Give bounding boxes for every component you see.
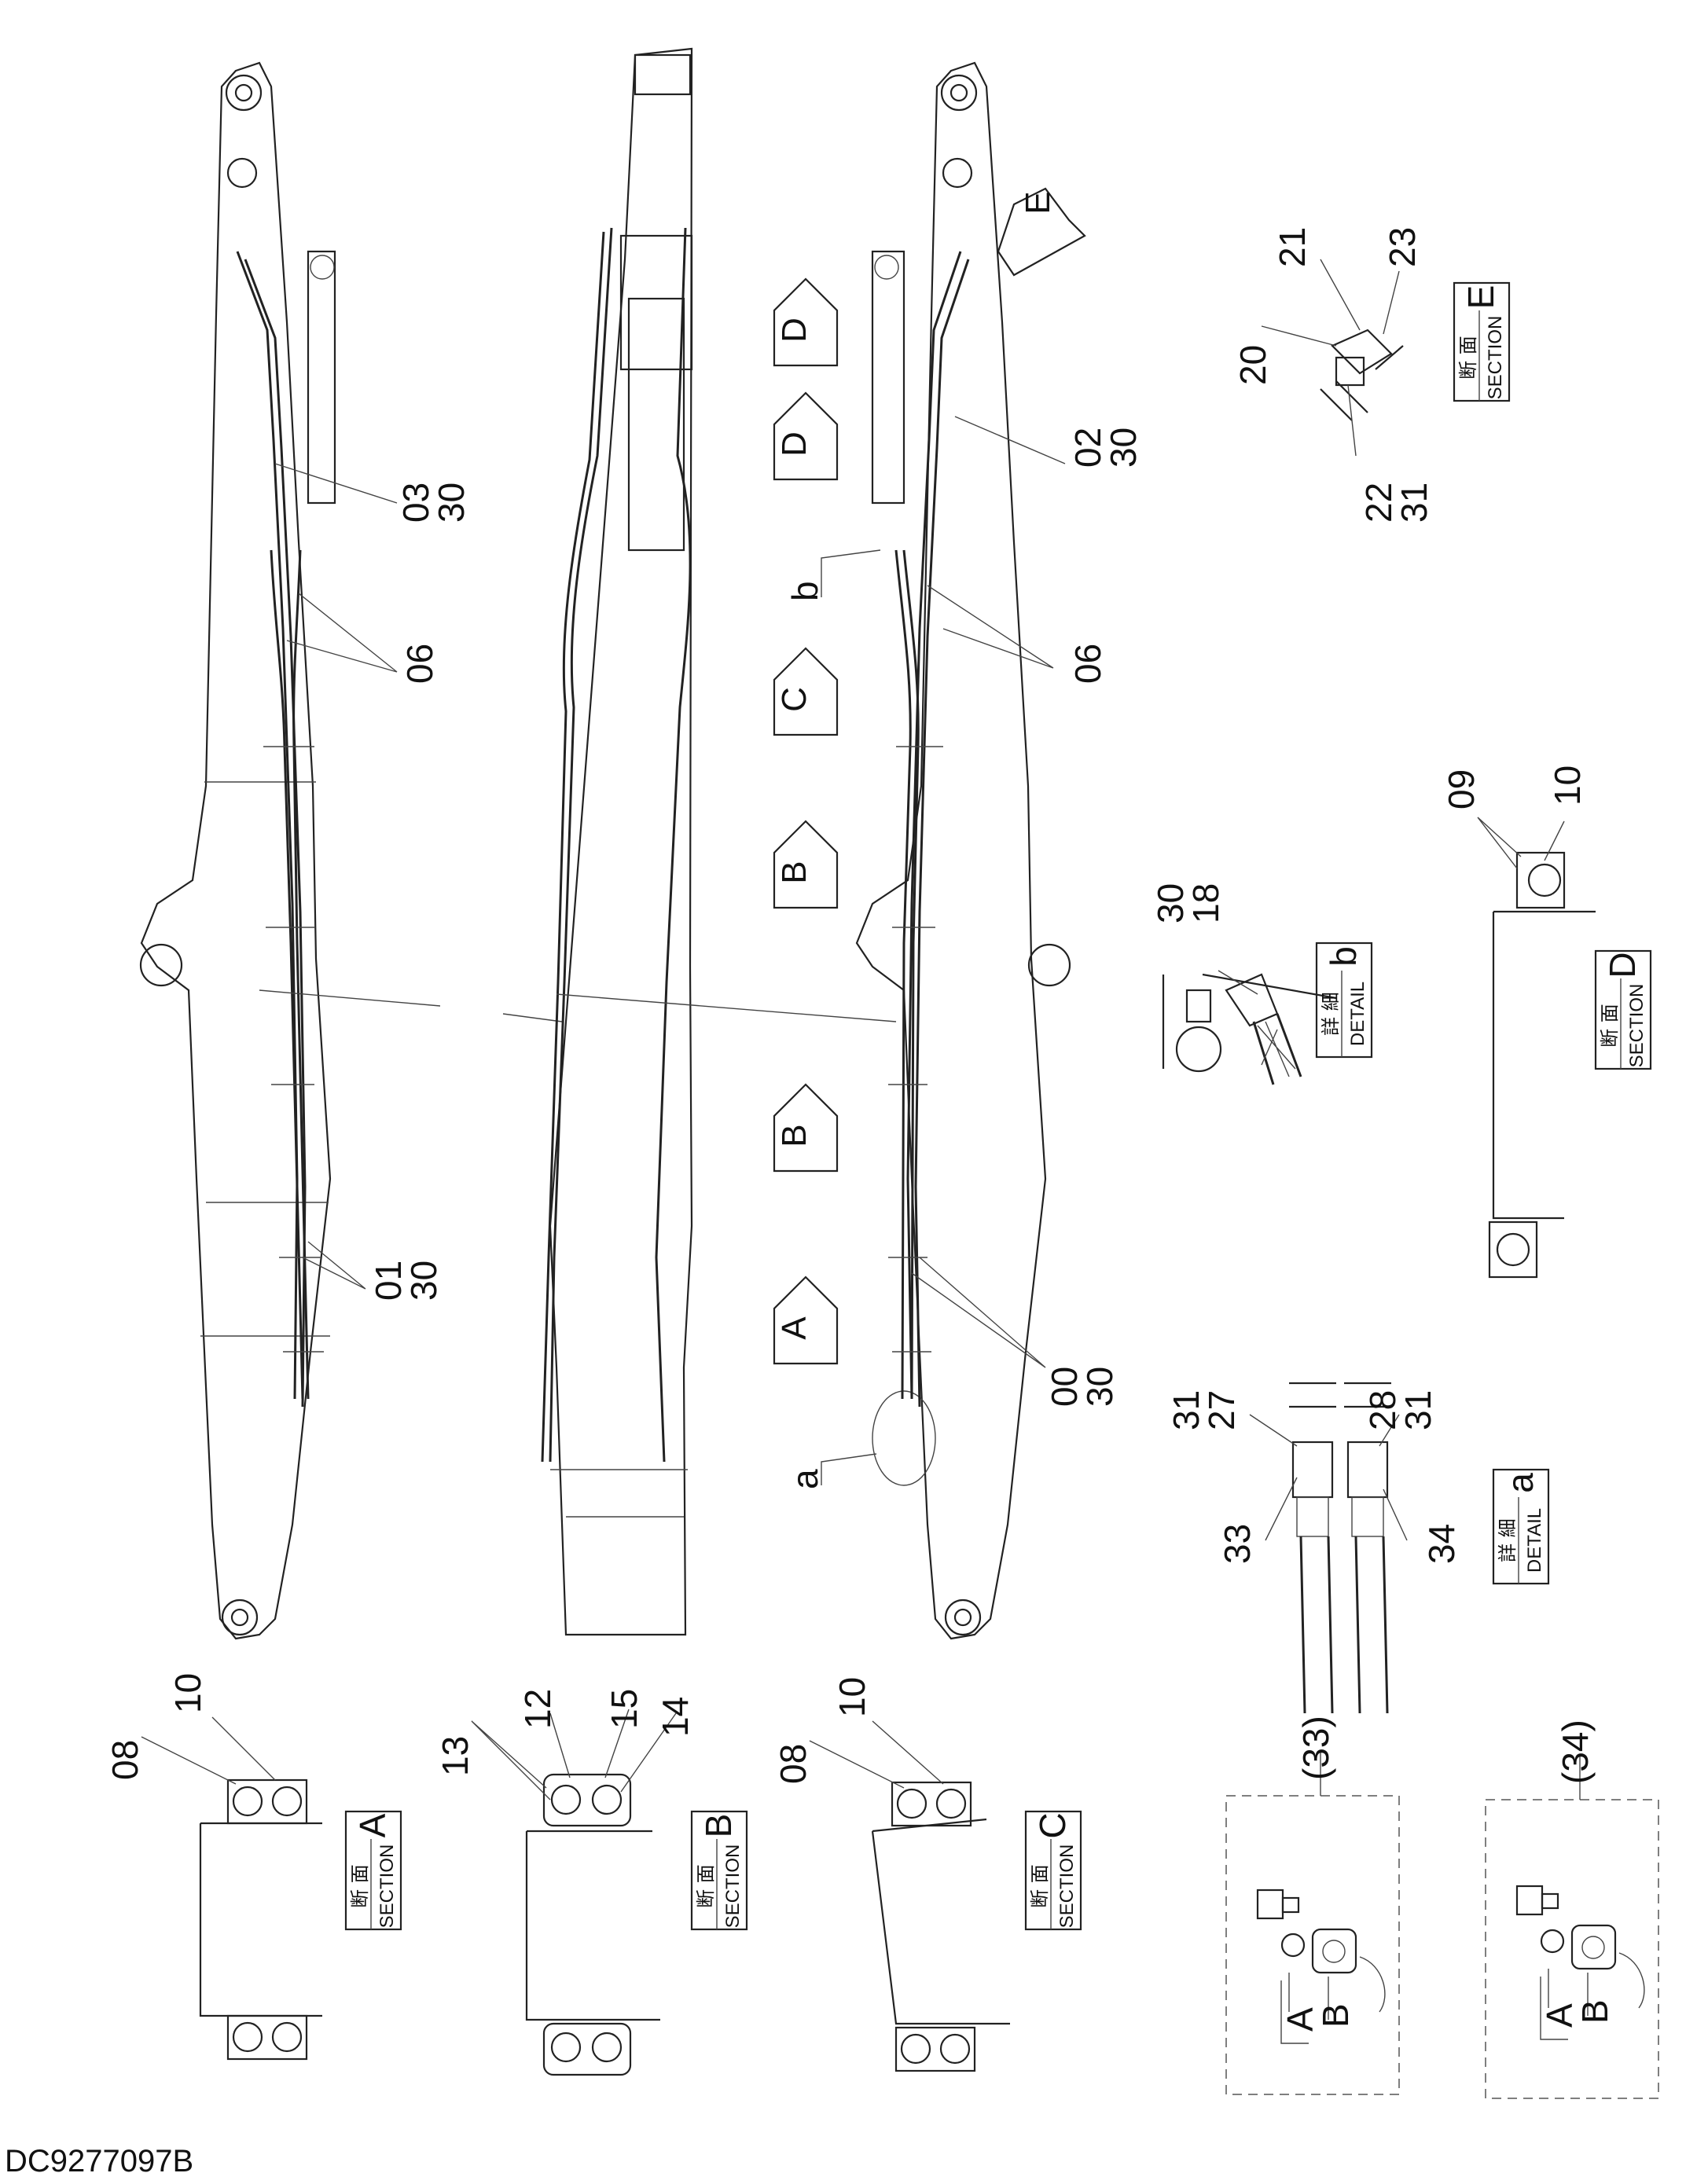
section-arrow-d2: D [773, 391, 839, 481]
callout-22: 22 [1358, 483, 1399, 523]
main-callouts: 03 30 06 01 30 02 30 06 00 30 b a [274, 416, 1144, 1489]
callout-02: 02 [1067, 428, 1108, 468]
legend-en: SECTION [1626, 984, 1647, 1068]
legend-section-d: 断 面 SECTION D [1594, 949, 1652, 1070]
callout-B: B [1574, 1999, 1615, 2024]
section-arrow-label: B [775, 1124, 814, 1147]
legend-jp: 断 面 [349, 1864, 371, 1908]
callout-08: 08 [105, 1740, 145, 1780]
callout-01: 01 [368, 1261, 409, 1301]
callout-31: 31 [1394, 483, 1434, 523]
callout-30: 30 [431, 483, 472, 523]
callout-06-right: 06 [1067, 644, 1108, 684]
legend-letter: a [1500, 1473, 1541, 1493]
section-arrows: D D C B B A E [773, 191, 1057, 1365]
detail-b: 30 18 [1150, 883, 1337, 1085]
callout-10: 10 [167, 1673, 208, 1713]
part-34-box: (34) A B [1485, 1720, 1659, 2099]
section-arrow-d1: D [773, 277, 839, 367]
section-arrow-label: D [775, 318, 814, 343]
part-33-box: (33) A B [1225, 1716, 1400, 2095]
legend-section-c: 断 面 SECTION C [1024, 1810, 1082, 1931]
callout-31: 31 [1398, 1390, 1438, 1430]
callout-06-left: 06 [399, 644, 440, 684]
section-arrow-label: D [775, 431, 814, 457]
callout-20: 20 [1232, 345, 1273, 385]
legend-letter: E [1460, 285, 1501, 310]
legend-jp: 断 面 [1457, 336, 1479, 380]
legend-letter: B [698, 1814, 739, 1838]
legend-letter: C [1032, 1812, 1073, 1838]
boom-right-view [855, 61, 1086, 1640]
callout-12: 12 [517, 1689, 558, 1729]
section-a: 08 10 [105, 1673, 322, 2061]
legend-section-a: 断 面 SECTION A [344, 1810, 402, 1931]
callout-13: 13 [435, 1736, 476, 1776]
legend-jp: 断 面 [695, 1864, 717, 1908]
callout-A: A [1280, 2007, 1320, 2032]
callout-30: 30 [403, 1261, 444, 1301]
detail-a: 31 27 28 31 33 34 [1166, 1382, 1462, 1714]
callout-34: 34 [1421, 1524, 1462, 1564]
legend-detail-b: 詳 細 DETAIL b [1315, 942, 1373, 1059]
callout-30: 30 [1103, 428, 1144, 468]
callout-28: 28 [1362, 1390, 1403, 1430]
legend-en: SECTION [376, 1844, 398, 1929]
legend-letter: b [1323, 946, 1364, 967]
callout-18: 18 [1185, 883, 1226, 923]
callout-p34: (34) [1555, 1720, 1596, 1784]
callout-10: 10 [1547, 765, 1588, 806]
callout-14: 14 [655, 1697, 696, 1737]
legend-en: SECTION [1485, 316, 1506, 400]
callout-23: 23 [1382, 227, 1423, 267]
callout-31: 31 [1166, 1390, 1207, 1430]
legend-letter: A [352, 1813, 393, 1837]
section-arrow-a: A [773, 1276, 839, 1365]
section-c: 08 10 [773, 1677, 1010, 2072]
section-b: 13 12 15 14 [435, 1689, 696, 2076]
legend-section-b: 断 面 SECTION B [690, 1810, 748, 1931]
callout-A: A [1539, 2003, 1580, 2028]
legend-jp: 詳 細 [1320, 992, 1342, 1036]
callout-15: 15 [604, 1689, 645, 1729]
section-arrow-e-label: E [1019, 191, 1057, 214]
legend-letter: D [1602, 952, 1643, 978]
callout-30: 30 [1150, 883, 1191, 923]
callout-p33: (33) [1295, 1716, 1336, 1780]
callout-21: 21 [1272, 227, 1313, 267]
callout-27: 27 [1201, 1390, 1242, 1430]
legend-section-e: 断 面 SECTION E [1453, 281, 1511, 402]
section-arrow-c: C [773, 647, 839, 736]
section-d: 09 10 [1441, 765, 1596, 1279]
drawing-number: DC9277097B [5, 2144, 194, 2178]
section-arrow-label: B [775, 861, 814, 883]
legend-en: SECTION [1056, 1844, 1078, 1929]
callout-03: 03 [395, 483, 436, 523]
callout-b: b [784, 581, 825, 601]
section-arrow-label: C [775, 687, 814, 712]
callout-09: 09 [1441, 769, 1482, 809]
legend-en: DETAIL [1347, 982, 1368, 1046]
callout-33: 33 [1217, 1524, 1258, 1564]
legend-jp: 断 面 [1029, 1864, 1051, 1908]
legend-en: SECTION [722, 1844, 744, 1929]
legend-jp: 詳 細 [1497, 1518, 1519, 1562]
legend-jp: 断 面 [1599, 1004, 1621, 1048]
legend-en: DETAIL [1524, 1508, 1545, 1573]
callout-B: B [1315, 2003, 1356, 2028]
callout-08: 08 [773, 1744, 814, 1784]
section-arrow-b2: B [773, 1083, 839, 1173]
boom-left-view [139, 61, 563, 1640]
callout-a: a [784, 1469, 825, 1489]
boom-middle-view [541, 47, 897, 1636]
callout-00: 00 [1044, 1367, 1085, 1407]
legend-detail-a: 詳 細 DETAIL a [1492, 1468, 1550, 1585]
section-e: 20 21 23 22 31 [1232, 227, 1434, 523]
section-arrow-b1: B [773, 820, 839, 909]
callout-10: 10 [832, 1677, 872, 1717]
callout-30: 30 [1079, 1367, 1120, 1407]
section-arrow-label: A [775, 1316, 814, 1340]
